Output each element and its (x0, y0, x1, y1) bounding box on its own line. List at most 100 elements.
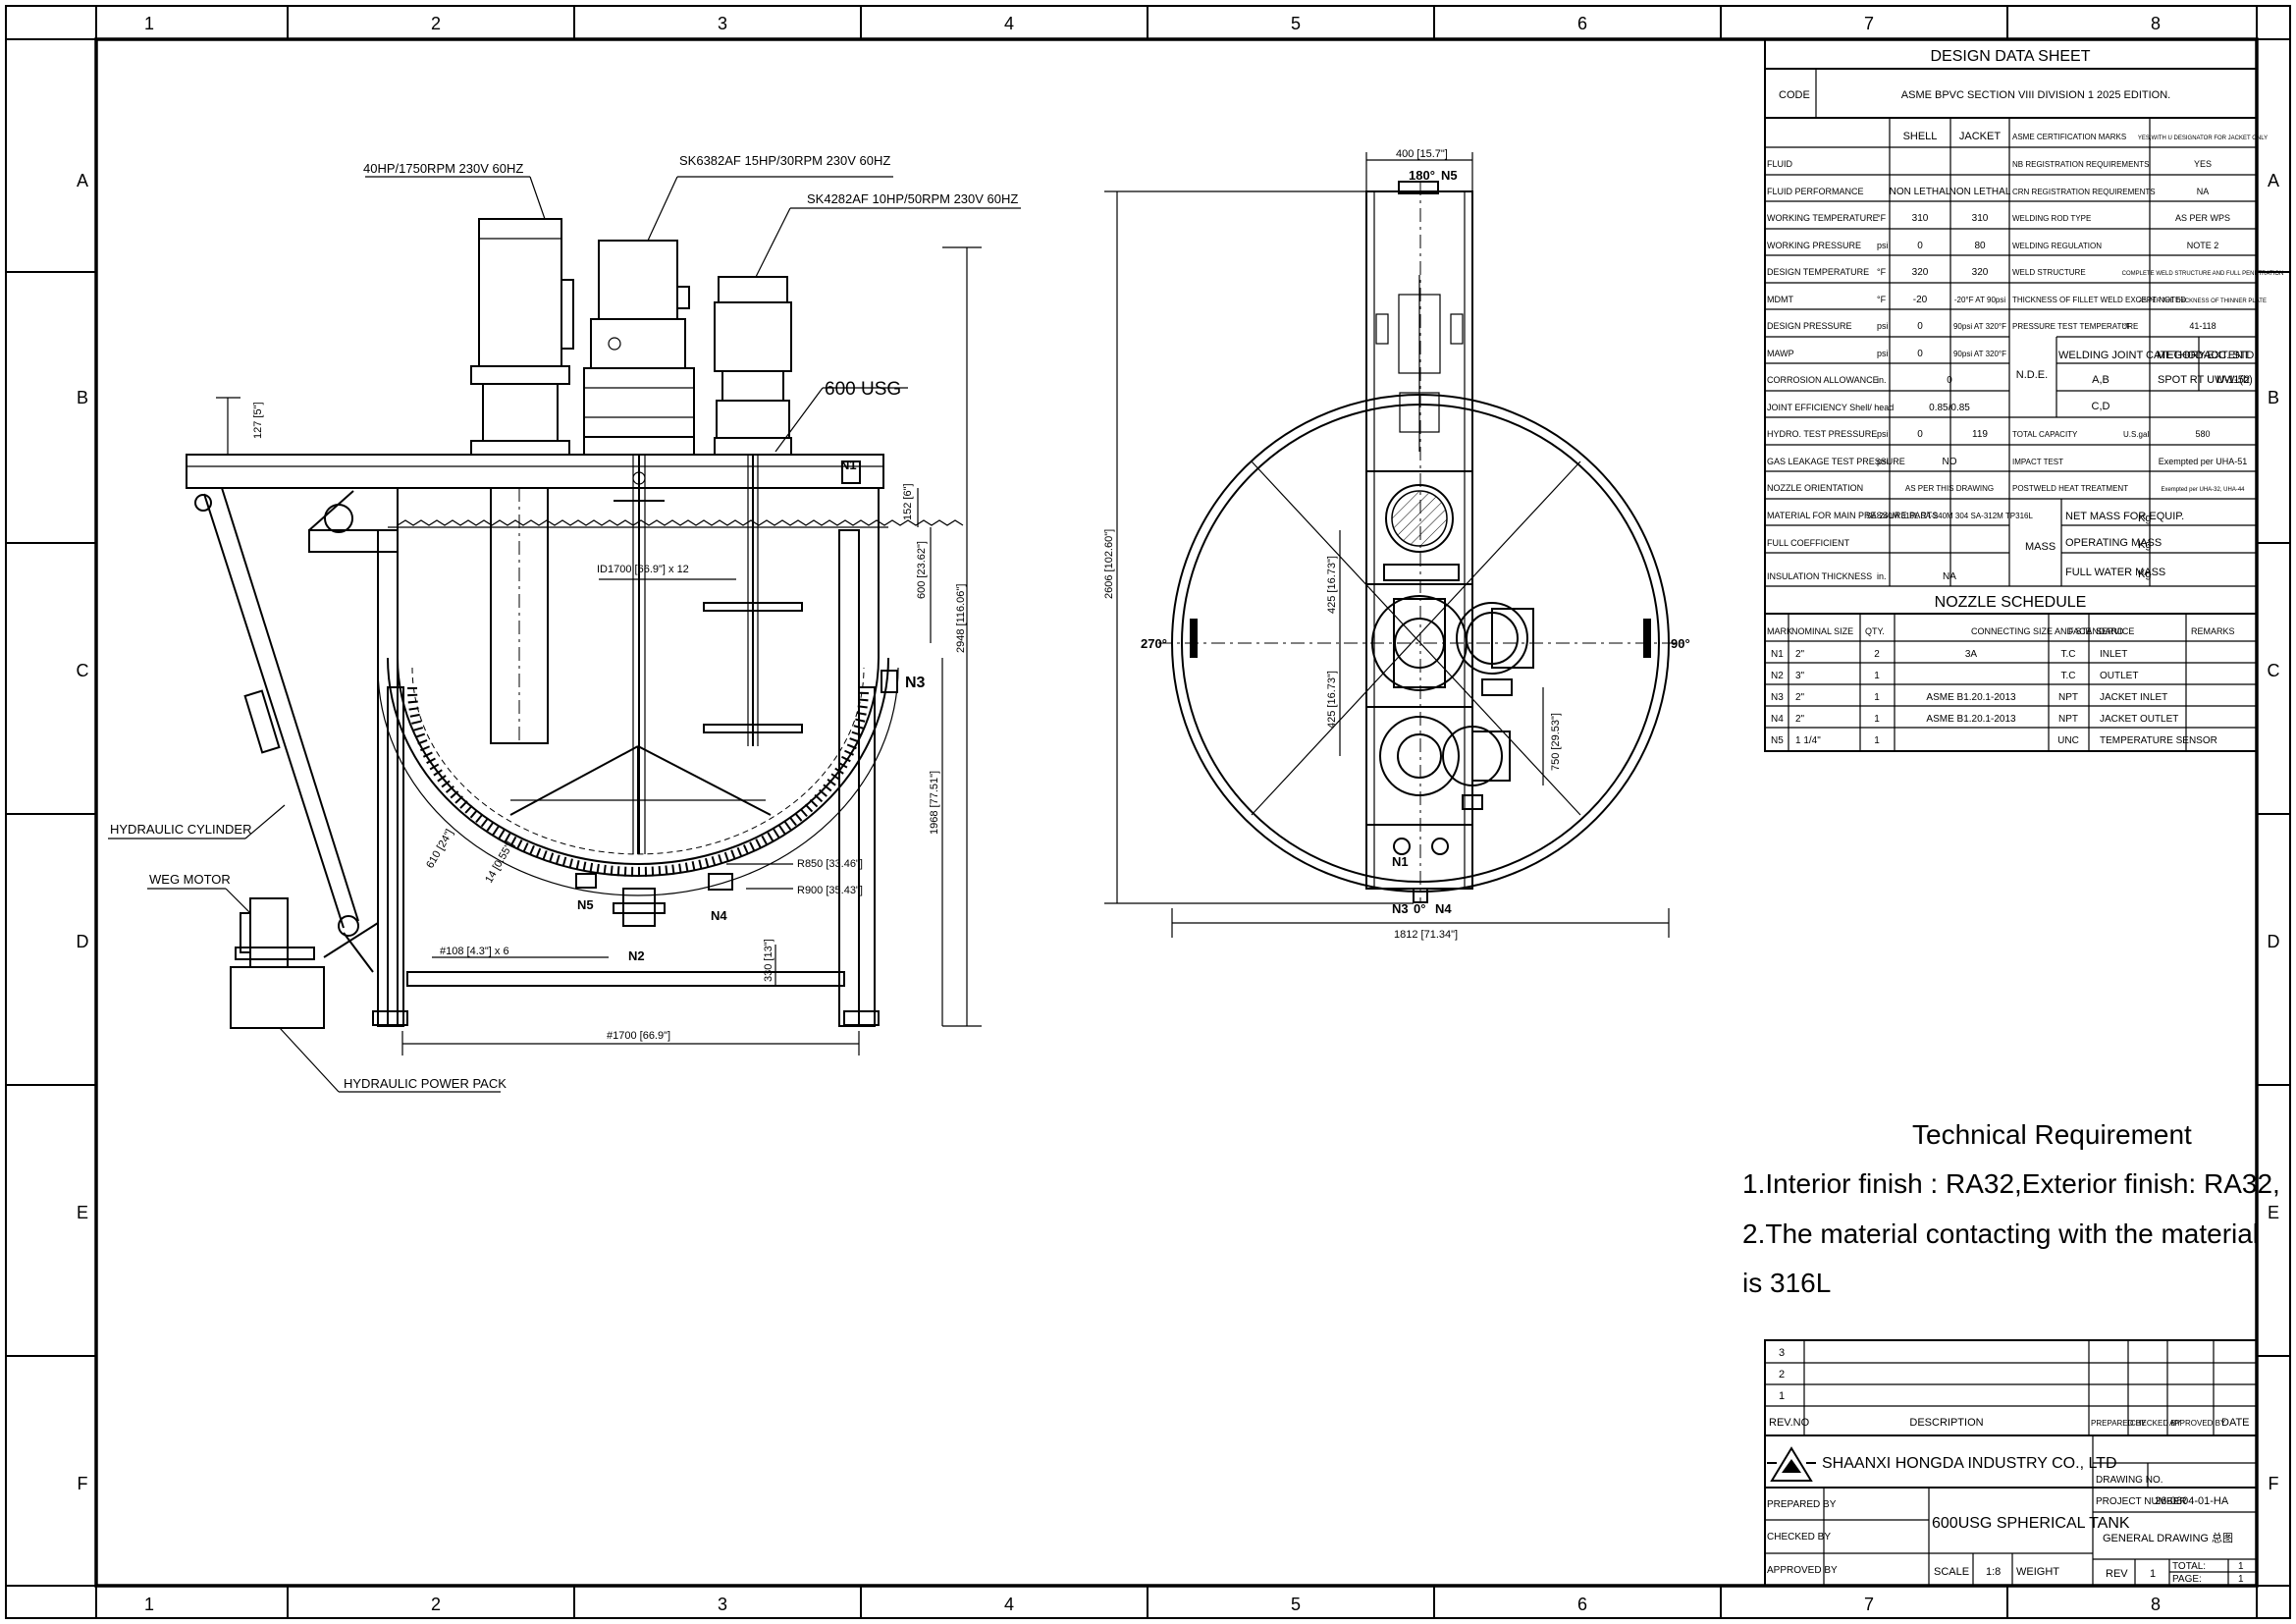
code-value: ASME BPVC SECTION VIII DIVISION 1 2025 E… (1901, 89, 2170, 101)
nozzle-cell: T.C (2061, 671, 2076, 681)
rev-no-header: REV.NO (1769, 1417, 1810, 1429)
capacity-label: 600 USG (825, 379, 901, 400)
col-label: 2 (431, 14, 441, 33)
design-row-shell: SA-240M 316L SA-240M 304 SA-312M TP316L (1866, 512, 2033, 520)
row-label: B (2268, 388, 2279, 407)
design-right-value: AS PER WPS (2175, 213, 2230, 223)
design-right-label: PRESSURE TEST TEMPERATURE (2012, 322, 2138, 331)
design-row-shell: 320 (1912, 267, 1929, 278)
nozzle-cell: ASME B1.20.1-2013 (1926, 714, 2016, 725)
nde-r2a: C,D (2092, 401, 2110, 412)
design-right-label: ASME CERTIFICATION MARKS (2012, 133, 2126, 141)
project-no: 26-0804-01-HA (2155, 1495, 2229, 1507)
nozzle-cell: INLET (2100, 649, 2127, 660)
mass-unit: Kg (2138, 539, 2151, 551)
design-row-shell: 0 (1917, 349, 1923, 359)
nozzle-cell: N1 (1771, 649, 1784, 660)
nozzle-cell: 1 1/4" (1795, 735, 1821, 746)
design-right-label: CRN REGISTRATION REQUIREMENTS (2012, 188, 2156, 196)
approved-header: APPROVED BY (2169, 1419, 2226, 1428)
design-row-label: MDMT (1767, 295, 1793, 304)
design-right-label: TOTAL CAPACITY (2012, 430, 2078, 439)
dim-r900: R900 [35.43"] (797, 885, 863, 896)
outlet-n2 (622, 888, 656, 927)
nozzle-header: NOMINAL SIZE (1791, 626, 1853, 636)
n4-top-label: N4 (1435, 901, 1452, 916)
design-row-label: INSULATION THICKNESS (1767, 571, 1872, 581)
nozzle-cell: UNC (2057, 735, 2079, 746)
design-right-value: 41-118 (2189, 321, 2216, 331)
nozzle-cell: NPT (2058, 714, 2078, 725)
nozzle-cell: 1 (1874, 714, 1880, 725)
design-row-unit: psi (1877, 349, 1889, 358)
design-right-value: Exempted per UHA-51 (2159, 457, 2248, 466)
row-label: D (2268, 932, 2280, 951)
col-label: 5 (1291, 1595, 1301, 1614)
design-row-shell: NON LETHAL (1890, 187, 1951, 197)
weg-motor (230, 897, 379, 1029)
motor-1-label: 40HP/1750RPM 230V 60HZ (363, 161, 523, 176)
company-logo-icon (1767, 1446, 1816, 1482)
design-row-label: NOZZLE ORIENTATION (1767, 483, 1863, 493)
motor-40hp (470, 218, 574, 744)
design-right-value: Exempted per UHA-32, UHA-44 (2161, 487, 2245, 493)
angle-90: 90° (1671, 636, 1690, 651)
n3-label: N3 (905, 675, 926, 691)
col-label: 5 (1291, 14, 1301, 33)
row-label: C (77, 661, 89, 680)
design-row-label: FLUID PERFORMANCE (1767, 187, 1864, 196)
weg-motor-label: WEG MOTOR (149, 872, 231, 887)
nozzle-cell: 1 (1874, 671, 1880, 681)
nozzle-header: FACE (2068, 626, 2092, 636)
nde-r1b: SPOT RT UW-11(b) (2158, 374, 2253, 386)
nozzle-header: CONNECTING SIZE AND STANDARD (1971, 626, 2124, 636)
design-right-unit: °F (2123, 322, 2131, 331)
row-label: D (77, 932, 89, 951)
nozzle-cell: 2 (1874, 649, 1880, 660)
dim-425b: 425 [16.73"] (1326, 671, 1338, 729)
row-label: C (2268, 661, 2280, 680)
weight-label: WEIGHT (2016, 1566, 2059, 1578)
design-row-unit: psi (1877, 457, 1889, 466)
tech-line-2: 2.The material contacting with the mater… (1742, 1218, 2259, 1249)
checked-by: CHECKED BY (1767, 1532, 1831, 1543)
design-row-unit: psi (1877, 321, 1889, 331)
design-row-shell: AS PER THIS DRAWING (1905, 484, 1994, 493)
hydraulic-cylinder-label: HYDRAULIC CYLINDER (110, 822, 251, 837)
front-view: 40HP/1750RPM 230V 60HZ SK6382AF 15HP/30R… (108, 153, 1021, 1093)
motor-sk4282af (703, 276, 803, 746)
dim-425a: 425 [16.73"] (1326, 556, 1338, 614)
design-right-unit: U.S.gal (2123, 430, 2149, 439)
design-row-unit: psi (1877, 429, 1889, 439)
row-label: E (77, 1203, 88, 1222)
approved-by: APPROVED BY (1767, 1565, 1838, 1576)
design-right-value: NOTE 2 (2187, 241, 2219, 250)
dim-750: 750 [29.53"] (1550, 713, 1562, 771)
tech-line-1: 1.Interior finish : RA32,Exterior finish… (1742, 1168, 2280, 1199)
design-row-shell: 0 (1947, 375, 1952, 386)
description-header: DESCRIPTION (1909, 1417, 1983, 1429)
design-row-label: DESIGN TEMPERATURE (1767, 267, 1869, 277)
hydraulic-power-pack-label: HYDRAULIC POWER PACK (344, 1076, 507, 1091)
nozzle-cell: OUTLET (2100, 671, 2138, 681)
checked-header: CHECKED BY (2130, 1419, 2182, 1428)
nozzle-cell: 3" (1795, 671, 1805, 681)
design-row-shell: NA (1943, 571, 1956, 582)
top-view: 400 [15.7"] 2606 [102.60"] 425 [16.73"] … (1103, 148, 1690, 941)
design-row-unit: °F (1877, 267, 1887, 277)
design-right-value: 580 (2195, 429, 2210, 439)
page-value: 1 (2238, 1574, 2244, 1585)
rev-label: REV (2106, 1568, 2128, 1580)
motor-3-label: SK4282AF 10HP/50RPM 230V 60HZ (807, 191, 1018, 206)
nozzle-cell: JACKET INLET (2100, 692, 2167, 703)
design-row-jacket: 90psi AT 320°F (1953, 350, 2006, 358)
design-right-value: COMPLETE WELD STRUCTURE AND FULL PENETRA… (2122, 271, 2284, 277)
general-drawing: GENERAL DRAWING 总图 (2103, 1531, 2233, 1544)
n2-label: N2 (628, 948, 645, 963)
mass-r1: NET MASS FOR EQUIP. (2065, 511, 2184, 522)
design-right-label: POSTWELD HEAT TREATMENT (2012, 484, 2128, 493)
design-row-shell: -20 (1913, 295, 1928, 305)
dim-610: 610 [24"] (424, 828, 455, 871)
sheet-border: 1 2 3 4 5 6 7 8 1 2 3 4 5 6 7 8 A B C D … (5, 5, 2291, 1619)
design-row-unit: °F (1877, 213, 1887, 223)
